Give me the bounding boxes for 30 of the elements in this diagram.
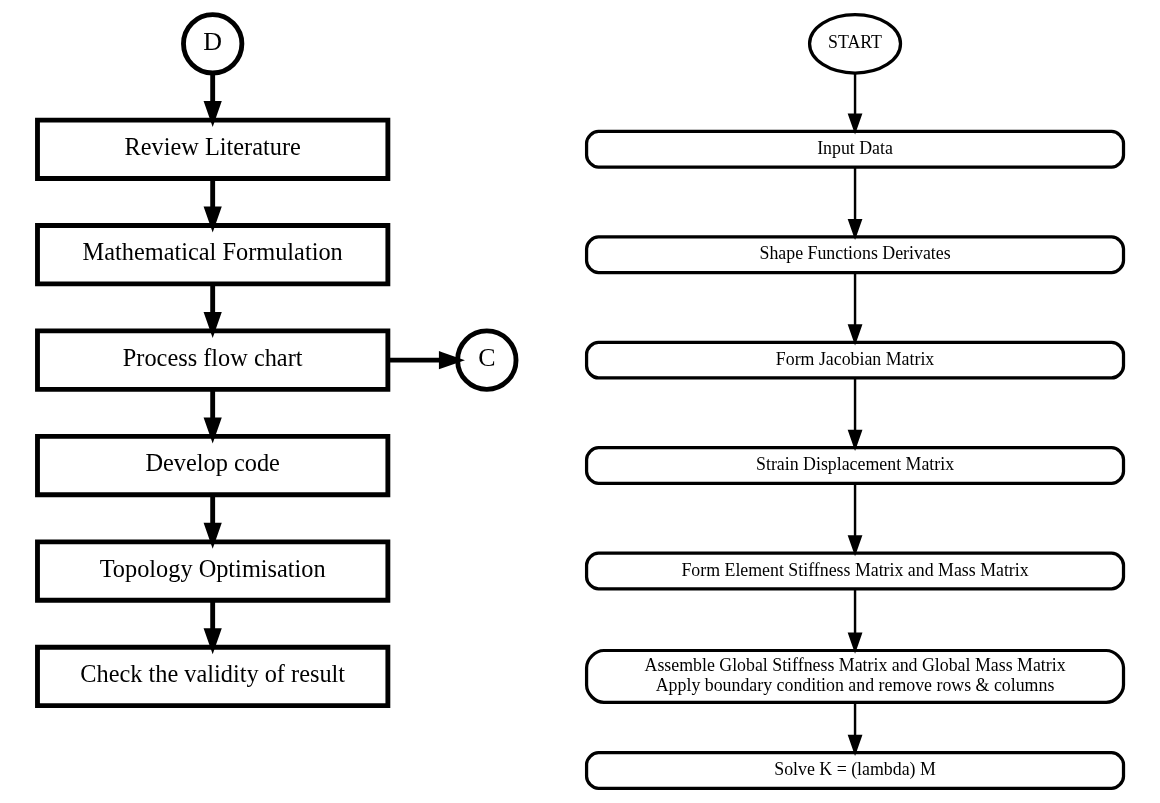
arrow [387, 351, 465, 370]
arrow [203, 600, 222, 655]
arrow [847, 167, 862, 241]
arrow [847, 272, 862, 346]
arrow [847, 378, 862, 451]
node-circle: D [180, 12, 244, 76]
node-box: Develop code [34, 433, 390, 498]
node-box: Mathematical Formulation [34, 223, 390, 287]
node-box: Process flow chart [34, 328, 390, 392]
arrow [203, 284, 222, 338]
arrow [203, 389, 222, 444]
arrow [847, 589, 862, 654]
node-box: Review Literature [34, 117, 390, 181]
node-box: Topology Optimisation [34, 539, 390, 603]
arrow [203, 73, 222, 128]
node-box: Input Data [584, 129, 1125, 169]
node-box: Strain Displacement Matrix [584, 446, 1125, 486]
arrow [847, 73, 862, 135]
arrow [847, 483, 862, 557]
arrow [203, 178, 222, 233]
node-box: Assemble Global Stiffness Matrix and Global Mass Matrix Apply boundary condition and remove rows & columns [584, 648, 1125, 705]
node-box: Form Element Stiffness Matrix and Mass Matrix [584, 551, 1125, 591]
arrow [203, 495, 222, 549]
node-box: Form Jacobian Matrix [584, 340, 1125, 380]
node-box: Shape Functions Derivates [584, 235, 1125, 275]
node-ellipse: START [807, 13, 902, 75]
node-circle: C [454, 328, 518, 392]
arrow [847, 702, 862, 756]
node-box: Check the validity of result [34, 644, 390, 709]
node-box: Solve K = (lambda) M [584, 751, 1125, 790]
